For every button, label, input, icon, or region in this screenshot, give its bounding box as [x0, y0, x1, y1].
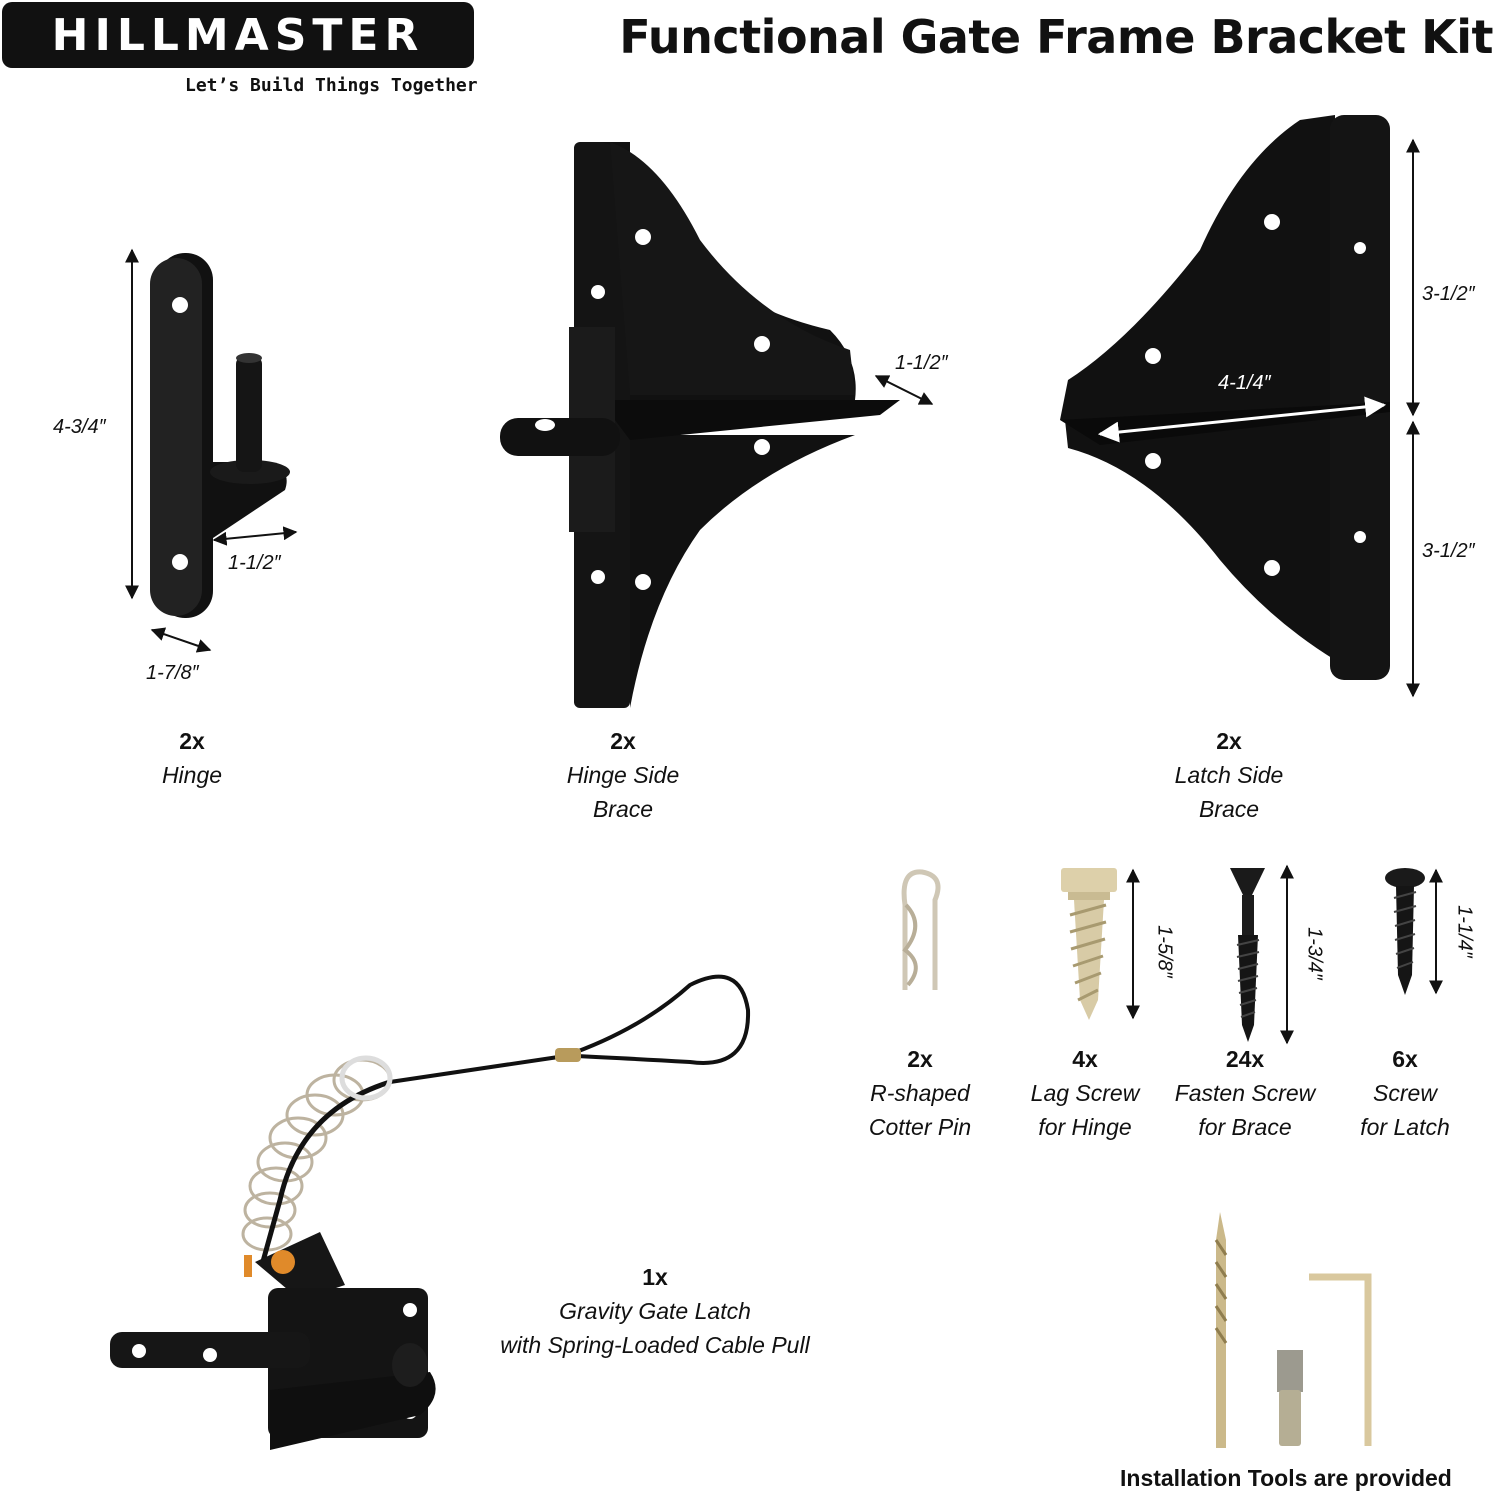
dim-latch-brace-upper: 3-1/2″ — [1422, 283, 1475, 305]
caption-name: Lag Screw — [1030, 1080, 1140, 1106]
caption-qty: 1x — [642, 1264, 668, 1290]
caption-lag-screw: 4x Lag Screw for Hinge — [985, 1042, 1185, 1144]
caption-hinge-side-brace: 2x Hinge Side Brace — [523, 724, 723, 826]
tools-caption: Installation Tools are provided — [1120, 1465, 1452, 1491]
caption-name-2: for Brace — [1198, 1114, 1292, 1140]
caption-gravity-gate-latch: 1x Gravity Gate Latch with Spring-Loaded… — [455, 1260, 855, 1362]
caption-name: Hinge Side — [566, 762, 680, 788]
dim-hinge-pin: 1-1/2″ — [228, 552, 281, 574]
dim-hinge-width: 1-7/8″ — [146, 662, 199, 684]
caption-name-2: for Hinge — [1038, 1114, 1132, 1140]
caption-name: Latch Side — [1174, 762, 1284, 788]
brand-logo: HILLMASTER — [2, 2, 474, 68]
caption-name: R-shaped — [870, 1080, 970, 1106]
caption-name-2: with Spring-Loaded Cable Pull — [500, 1332, 810, 1358]
dim-hinge-height: 4-3/4″ — [53, 416, 106, 438]
caption-cotter-pin: 2x R-shaped Cotter Pin — [820, 1042, 1020, 1144]
caption-name-2: Brace — [592, 796, 654, 822]
caption-fasten-screw: 24x Fasten Screw for Brace — [1145, 1042, 1345, 1144]
caption-latch-screw: 6x Screw for Latch — [1305, 1042, 1497, 1144]
caption-qty: 24x — [1225, 1046, 1265, 1072]
dim-latch-brace-lower: 3-1/2″ — [1422, 540, 1475, 562]
caption-qty: 2x — [907, 1046, 933, 1072]
caption-qty: 6x — [1392, 1046, 1418, 1072]
caption-name: Hinge — [161, 762, 223, 788]
caption-name-2: Brace — [1198, 796, 1260, 822]
page-title: Functional Gate Frame Bracket Kit — [619, 10, 1493, 64]
caption-qty: 4x — [1072, 1046, 1098, 1072]
logo-text: HILLMASTER — [51, 9, 425, 61]
dim-latch-brace-width: 4-1/4″ — [1218, 372, 1271, 394]
dim-hinge-brace-depth: 1-1/2″ — [895, 352, 948, 374]
caption-latch-side-brace: 2x Latch Side Brace — [1129, 724, 1329, 826]
caption-qty: 2x — [1216, 728, 1242, 754]
brand-tagline: Let’s Build Things Together — [185, 75, 478, 96]
caption-name-2: Cotter Pin — [868, 1114, 972, 1140]
caption-qty: 2x — [610, 728, 636, 754]
caption-name: Screw — [1373, 1080, 1437, 1106]
caption-name-2: for Latch — [1360, 1114, 1450, 1140]
caption-qty: 2x — [179, 728, 205, 754]
caption-name: Gravity Gate Latch — [559, 1298, 751, 1324]
caption-hinge: 2x Hinge — [92, 724, 292, 792]
caption-name: Fasten Screw — [1174, 1080, 1316, 1106]
